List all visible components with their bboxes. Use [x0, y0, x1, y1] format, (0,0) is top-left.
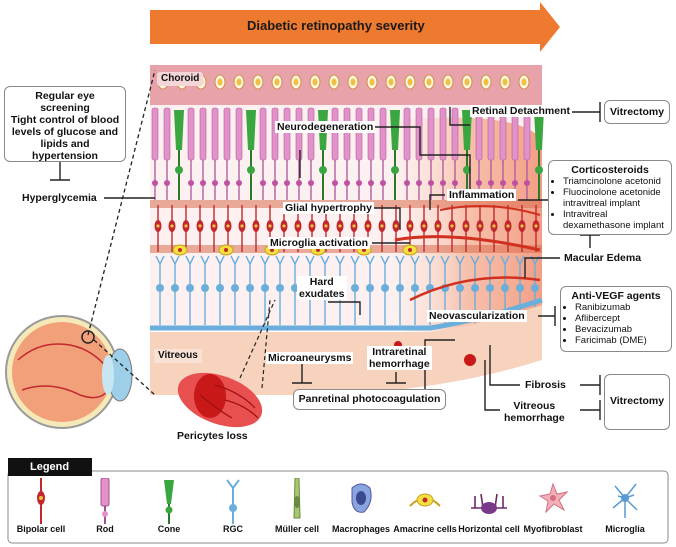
severity-arrow-label: Diabetic retinopathy severity — [247, 18, 425, 33]
legend-label: Amacrine cells — [393, 524, 457, 534]
vitrectomy-bottom-label: Vitrectomy — [609, 395, 665, 407]
legend-label: Bipolar cell — [16, 524, 66, 534]
legend-label: Müller cell — [274, 524, 319, 534]
legend-rgc: RGC — [200, 478, 266, 534]
legend-rod: Rod — [72, 478, 138, 534]
legend-label: Microglia — [605, 524, 645, 534]
macular-edema-label: Macular Edema — [562, 252, 644, 264]
legend-label: RGC — [223, 524, 243, 534]
glial-hypertrophy-label: Glial hypertrophy — [283, 202, 374, 214]
legend-bipolar-cell: Bipolar cell — [8, 478, 74, 534]
inflammation-label: Inflammation — [447, 189, 517, 201]
anti-vegf-list: Ranibizumab Aflibercept Bevacizumab Fari… — [565, 302, 667, 346]
microglia-icon — [612, 483, 638, 518]
bipolar-cell-icon — [37, 478, 45, 524]
anti-vegf-item: Faricimab (DME) — [575, 335, 667, 346]
legend-cone: Cone — [136, 478, 202, 534]
neurodegeneration-label: Neurodegeneration — [275, 121, 376, 133]
corticosteroids-list: Triamcinolone acetonid Fluocinolone acet… — [553, 176, 667, 231]
anti-vegf-title: Anti-VEGF agents — [571, 290, 661, 302]
vitreous-hemorrhage-label: Vitreous hemorrhage — [502, 400, 567, 424]
legend-horizontal-cell: Horizontal cell — [456, 478, 522, 534]
screening-box: Regular eye screening Tight control of b… — [4, 86, 126, 162]
panretinal-label: Panretinal photocoagulation — [298, 393, 441, 405]
eye-illustration — [5, 315, 133, 429]
rgc-layer — [155, 255, 540, 325]
retinal-detachment-label: Retinal Detachment — [470, 105, 573, 117]
corticosteroids-title: Corticosteroids — [571, 164, 649, 176]
legend-title: Legend — [30, 461, 70, 473]
fibrosis-label: Fibrosis — [523, 379, 568, 391]
microglia-activation-label: Microglia activation — [268, 237, 371, 249]
legend-frame — [7, 470, 669, 544]
horizontal-cell-icon — [471, 493, 507, 514]
panretinal-box: Panretinal photocoagulation — [293, 389, 446, 410]
vitrectomy-bottom-box: Vitrectomy — [604, 374, 670, 430]
corticosteroid-item: Intravitreal dexamethasone implant — [563, 209, 667, 231]
legend-label: Rod — [96, 524, 114, 534]
legend-myofibroblast: Myofibroblast — [520, 478, 586, 534]
screening-box-text: Regular eye screening Tight control of b… — [10, 90, 120, 162]
pericyte-vessel-illustration — [177, 372, 263, 428]
muller-cell-icon — [293, 478, 301, 519]
legend-label: Macrophages — [331, 524, 391, 534]
cone-icon — [164, 480, 174, 524]
severity-arrow — [150, 2, 560, 52]
hyperglycemia-label: Hyperglycemia — [20, 192, 99, 204]
legend-microglia: Microglia — [592, 478, 658, 534]
legend-amacrine-cells: Amacrine cells — [392, 478, 458, 534]
legend-label: Horizontal cell — [458, 524, 520, 534]
microaneurysms-label: Microaneurysms — [266, 352, 354, 364]
legend-label: Cone — [157, 524, 181, 534]
vitrectomy-top-label: Vitrectomy — [609, 106, 665, 118]
vitrectomy-top-box: Vitrectomy — [604, 100, 670, 124]
hard-exudates-label: Hard exudates — [297, 276, 347, 300]
anti-vegf-item: Ranibizumab — [575, 302, 667, 313]
pericytes-loss-label: Pericytes loss — [175, 430, 250, 442]
myofibroblast-icon — [538, 482, 568, 514]
macrophage-icon — [351, 483, 372, 513]
vitreous-label: Vitreous — [154, 349, 202, 363]
anti-vegf-box: Anti-VEGF agents Ranibizumab Aflibercept… — [560, 286, 672, 352]
intraretinal-hemorrhage-label: Intraretinal hemorrhage — [367, 346, 432, 370]
legend-macrophages: Macrophages — [328, 478, 394, 534]
rod-icon — [100, 478, 110, 524]
legend-label: Myofibroblast — [523, 524, 583, 534]
corticosteroid-item: Triamcinolone acetonid — [563, 176, 667, 187]
amacrine-cell-icon — [409, 493, 441, 507]
rgc-icon — [226, 479, 240, 524]
anti-vegf-item: Bevacizumab — [575, 324, 667, 335]
choroid-label: Choroid — [157, 72, 204, 86]
legend-muller-cell: Müller cell — [264, 478, 330, 534]
corticosteroid-item: Fluocinolone acetonide intravitreal impl… — [563, 187, 667, 209]
neovascularization-label: Neovascularization — [427, 310, 527, 322]
vitreous-layer — [150, 305, 542, 395]
anti-vegf-item: Aflibercept — [575, 313, 667, 324]
corticosteroids-box: Corticosteroids Triamcinolone acetonid F… — [548, 160, 672, 235]
